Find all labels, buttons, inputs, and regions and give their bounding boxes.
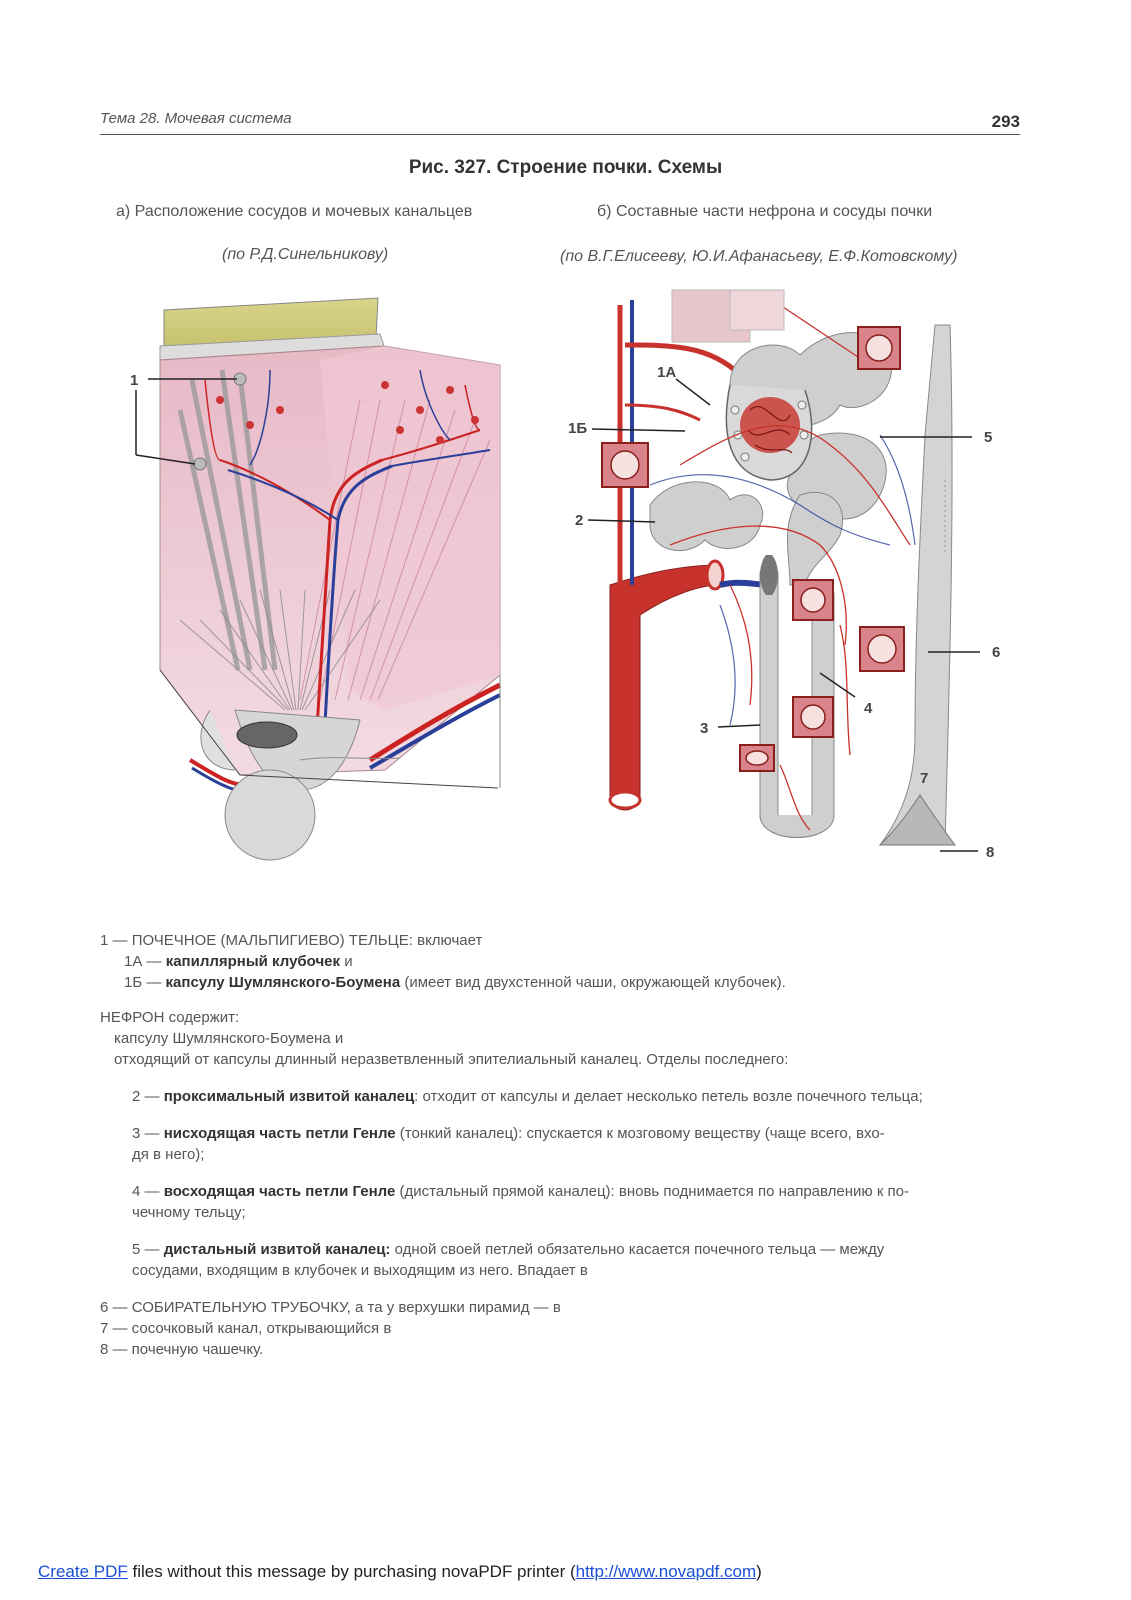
nephron-line-1: капсулу Шумлянского-Боумена и	[114, 1030, 344, 1047]
nephron-diagram: 1А 1Б 2 3 4 5 6 7 8	[568, 289, 1000, 861]
label-1b: 1Б	[568, 420, 587, 437]
create-pdf-link[interactable]: Create PDF	[38, 1562, 128, 1581]
label-7: 7	[920, 770, 928, 787]
item-3: 3 — нисходящая часть петли Генле (тонкий…	[132, 1125, 885, 1163]
item-7: 7 — сосочковый канал, открывающийся в	[100, 1320, 392, 1337]
legend-text: 1 — ПОЧЕЧНОЕ (МАЛЬПИГИЕВО) ТЕЛЬЦЕ: включ…	[100, 930, 1040, 1360]
chapter-topic: Тема 28. Мочевая система	[100, 110, 292, 127]
item-5: 5 — дистальный извитой каналец: одной св…	[132, 1241, 885, 1279]
item-1: 1 — ПОЧЕЧНОЕ (МАЛЬПИГИЕВО) ТЕЛЬЦЕ: включ…	[100, 932, 483, 949]
right-credit: (по В.Г.Елисееву, Ю.И.Афанасьеву, Е.Ф.Ко…	[560, 248, 958, 265]
nephron-line-2: отходящий от капсулы длинный неразветвле…	[114, 1051, 789, 1068]
pdf-footer: Create PDF files without this message by…	[38, 1562, 762, 1581]
figure-title: Рис. 327. Строение почки. Схемы	[408, 157, 723, 178]
kidney-lobe-illustration: 1	[130, 297, 502, 861]
item-6: 6 — СОБИРАТЕЛЬНУЮ ТРУБОЧКУ, а та у верху…	[100, 1299, 561, 1316]
label-5: 5	[984, 429, 992, 446]
left-credit: (по Р.Д.Синельникову)	[222, 246, 389, 263]
label-1: 1	[130, 372, 138, 389]
label-1a: 1А	[657, 364, 676, 381]
label-3: 3	[700, 720, 708, 737]
running-header: Тема 28. Мочевая система 293	[100, 110, 1020, 135]
item-8: 8 — почечную чашечку.	[100, 1341, 264, 1358]
label-4: 4	[864, 700, 873, 717]
item-1a: 1А — капиллярный клубочек и	[124, 953, 353, 970]
page-number: 293	[991, 112, 1020, 131]
left-subtitle: а) Расположение сосудов и мочевых каналь…	[116, 203, 473, 220]
item-4: 4 — восходящая часть петли Генле (дистал…	[132, 1183, 910, 1221]
nephron-heading: НЕФРОН содержит:	[100, 1009, 240, 1026]
right-subtitle: б) Составные части нефрона и сосуды почк…	[597, 203, 933, 220]
label-8: 8	[986, 844, 994, 861]
item-1b: 1Б — капсулу Шумлянского-Боумена (имеет …	[124, 974, 786, 991]
label-2: 2	[575, 512, 583, 529]
item-2: 2 — проксимальный извитой каналец: отход…	[132, 1088, 923, 1105]
novapdf-link[interactable]: http://www.novapdf.com	[575, 1562, 757, 1581]
label-6: 6	[992, 644, 1000, 661]
